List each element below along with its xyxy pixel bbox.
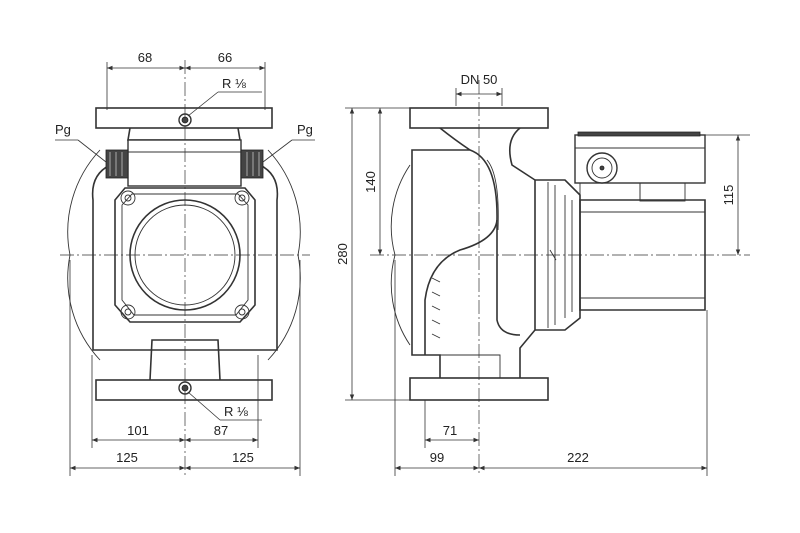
dim-bottom-inner-left: 101 xyxy=(127,423,149,438)
speed-selector-knob xyxy=(586,152,618,184)
thread-label-bottom: R ⅛ xyxy=(224,404,248,419)
dim-top-left: 68 xyxy=(138,50,152,65)
dim-left-depth: 99 xyxy=(430,450,444,465)
front-cable-gland-left xyxy=(105,149,129,179)
dim-bottom-outer-left: 125 xyxy=(116,450,138,465)
dim-overall-height: 280 xyxy=(335,243,350,265)
side-view: DN 50 280 140 115 71 99 222 xyxy=(335,72,750,476)
dim-right-depth: 222 xyxy=(567,450,589,465)
front-cable-gland-right xyxy=(240,149,264,179)
front-view: 68 66 R ⅛ R ⅛ Pg Pg 101 87 125 125 xyxy=(55,50,315,476)
dim-upper-height: 140 xyxy=(363,171,378,193)
dim-bottom-outer-right: 125 xyxy=(232,450,254,465)
thread-label-top: R ⅛ xyxy=(222,76,246,91)
front-terminal-box xyxy=(127,139,242,187)
front-top-flange xyxy=(95,107,273,129)
gland-label-left: Pg xyxy=(55,122,71,137)
side-motor-body xyxy=(579,199,706,311)
gland-label-right: Pg xyxy=(297,122,313,137)
dim-motor-height: 115 xyxy=(721,185,736,206)
dim-top-right: 66 xyxy=(218,50,232,65)
dim-flange-offset: 71 xyxy=(443,423,457,438)
dim-bottom-inner-right: 87 xyxy=(214,423,228,438)
dim-nominal-diameter: DN 50 xyxy=(461,72,498,87)
front-bottom-flange xyxy=(95,379,273,401)
side-louvres xyxy=(431,277,441,339)
